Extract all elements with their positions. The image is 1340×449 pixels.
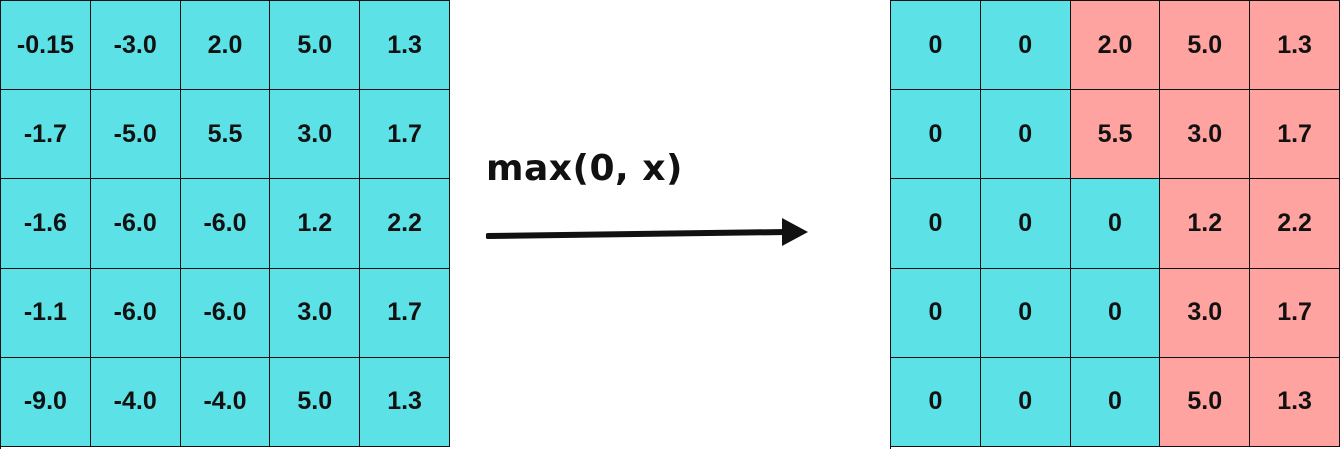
input-cell: 3.0 — [270, 90, 361, 180]
input-cell: -1.6 — [1, 179, 91, 269]
output-cell: 0 — [891, 357, 981, 447]
output-cell: 3.0 — [1160, 268, 1251, 358]
input-cell: 3.0 — [270, 268, 361, 358]
output-cell: 0 — [891, 179, 981, 269]
input-cell: -6.0 — [180, 268, 271, 358]
output-cell: 1.3 — [1250, 1, 1340, 91]
input-cell: 2.0 — [180, 1, 271, 91]
input-cell: -5.0 — [90, 90, 181, 180]
input-cell: 1.3 — [360, 1, 450, 91]
output-cell: 0 — [1070, 179, 1161, 269]
output-cell: 2.0 — [1070, 1, 1161, 91]
output-cell: 1.3 — [1250, 357, 1340, 447]
output-cell: 5.5 — [1070, 90, 1161, 180]
output-cell: 0 — [891, 1, 981, 91]
output-cell: 1.7 — [1250, 90, 1340, 180]
output-cell: 0 — [891, 90, 981, 180]
output-cell: 0 — [980, 268, 1071, 358]
input-cell: 1.3 — [360, 357, 450, 447]
input-cell: 1.7 — [360, 90, 450, 180]
output-cell: 0 — [980, 90, 1071, 180]
relu-function-label: max(0, x) — [486, 148, 683, 189]
output-cell: 5.0 — [1160, 357, 1251, 447]
output-cell: 0 — [980, 357, 1071, 447]
right-arrow-icon — [486, 218, 808, 246]
input-cell: -4.0 — [90, 357, 181, 447]
input-cell: 1.2 — [270, 179, 361, 269]
output-cell: 2.2 — [1250, 179, 1340, 269]
input-cell: 5.0 — [270, 1, 361, 91]
input-cell: -4.0 — [180, 357, 271, 447]
input-cell: 5.0 — [270, 357, 361, 447]
output-cell: 0 — [1070, 357, 1161, 447]
input-cell: -6.0 — [180, 179, 271, 269]
output-cell: 0 — [980, 179, 1071, 269]
input-cell: -6.0 — [90, 268, 181, 358]
input-cell: -3.0 — [90, 1, 181, 91]
input-cell: -0.15 — [1, 1, 91, 91]
output-cell: 3.0 — [1160, 90, 1251, 180]
input-cell: -6.0 — [90, 179, 181, 269]
input-cell: -1.7 — [1, 90, 91, 180]
input-cell: 1.7 — [360, 268, 450, 358]
output-cell: 0 — [980, 1, 1071, 91]
output-cell: 1.2 — [1160, 179, 1251, 269]
output-cell: 1.7 — [1250, 268, 1340, 358]
input-cell: -1.1 — [1, 268, 91, 358]
input-cell: 5.5 — [180, 90, 271, 180]
input-cell: -9.0 — [1, 357, 91, 447]
output-cell: 0 — [891, 268, 981, 358]
output-cell: 5.0 — [1160, 1, 1251, 91]
output-cell: 0 — [1070, 268, 1161, 358]
input-cell: 2.2 — [360, 179, 450, 269]
